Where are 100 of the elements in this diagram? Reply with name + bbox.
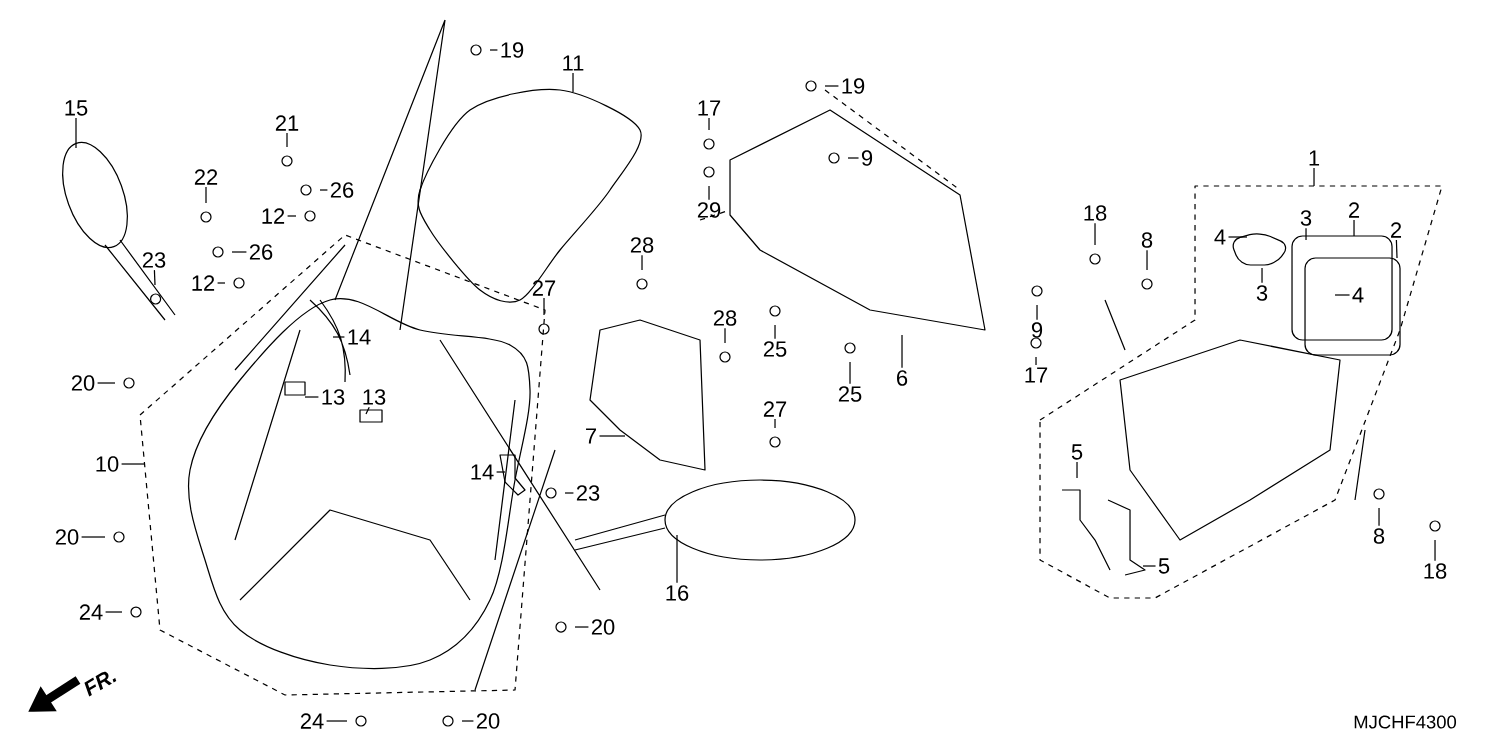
- callout-number: 27: [532, 280, 556, 296]
- callout-number: 27: [763, 401, 787, 417]
- callout-number: 29: [697, 202, 721, 218]
- leader-line: [96, 382, 116, 384]
- callout-number: 6: [897, 370, 908, 386]
- leader-line: [1261, 267, 1263, 284]
- callout-number: 16: [666, 585, 689, 601]
- leader-line: [1434, 539, 1436, 562]
- callout-number: 20: [55, 529, 79, 545]
- callout-number: 26: [330, 182, 354, 198]
- callout-number: 23: [576, 485, 600, 501]
- direction-label: FR.: [84, 671, 117, 697]
- callout-number: 24: [300, 713, 324, 729]
- leader-line: [120, 463, 146, 465]
- leader-line: [461, 720, 475, 722]
- callout-number: 20: [591, 619, 615, 635]
- leader-line: [1142, 565, 1157, 567]
- callout-number: 17: [698, 100, 721, 116]
- leader-line: [286, 215, 297, 217]
- leader-line: [1313, 167, 1315, 187]
- callout-number: 7: [586, 428, 596, 444]
- callout-number: 28: [713, 310, 737, 326]
- callout-number: 23: [142, 252, 166, 268]
- callout-number: 17: [1025, 367, 1048, 383]
- callout-number: 3: [1300, 210, 1312, 226]
- callout-number: 1: [1309, 150, 1320, 166]
- leader-line: [564, 492, 575, 494]
- callout-number: 20: [71, 375, 95, 391]
- leader-line: [325, 720, 348, 722]
- leader-line: [75, 117, 77, 149]
- leader-line: [104, 611, 123, 613]
- leader-line: [1146, 249, 1148, 271]
- callout-number: 15: [65, 100, 88, 116]
- leader-line: [641, 254, 643, 271]
- callout-number: 2: [1349, 202, 1359, 218]
- callout-number: 20: [476, 713, 500, 729]
- leader-line: [489, 49, 499, 51]
- leader-line: [574, 626, 590, 628]
- leader-line: [304, 396, 320, 398]
- callout-number: 8: [1141, 232, 1153, 248]
- callout-number: 9: [1031, 322, 1043, 338]
- leader-line: [774, 324, 776, 340]
- callout-number: 13: [363, 389, 386, 405]
- leader-line: [774, 418, 776, 429]
- leader-line: [676, 534, 678, 584]
- leader-line: [1353, 219, 1355, 237]
- callout-number: 19: [842, 78, 865, 94]
- callout-number: 25: [838, 386, 862, 402]
- leader-line: [286, 132, 288, 148]
- leader-line: [1378, 507, 1380, 527]
- leader-line: [365, 406, 370, 415]
- callout-number: 14: [471, 464, 494, 480]
- leader-line: [231, 251, 248, 253]
- callout-number: 25: [763, 341, 787, 357]
- callout-number: 3: [1256, 285, 1268, 301]
- callout-number: 5: [1158, 558, 1170, 574]
- callout-number: 22: [194, 169, 218, 185]
- drawing-code: MJCHF4300: [1354, 715, 1457, 729]
- callout-number: 28: [630, 237, 654, 253]
- callout-number: 9: [861, 150, 873, 166]
- leader-line: [708, 185, 710, 201]
- leader-line: [598, 435, 626, 437]
- leader-line: [847, 157, 860, 159]
- leader-line: [824, 85, 840, 87]
- callout-number: 14: [348, 329, 371, 345]
- callout-number: 12: [192, 275, 215, 291]
- leader-line: [216, 282, 226, 284]
- leader-line: [1334, 294, 1351, 296]
- callout-number: 4: [1214, 229, 1226, 245]
- callout-number: 4: [1352, 287, 1364, 303]
- leader-line: [1036, 304, 1038, 321]
- leader-line: [708, 117, 710, 131]
- callout-number: 11: [563, 55, 584, 71]
- leader-line: [572, 72, 574, 93]
- leader-line: [849, 361, 851, 385]
- callout-number: 24: [79, 604, 103, 620]
- leader-line: [1395, 239, 1398, 259]
- callout-number: 10: [96, 456, 119, 472]
- callout-number: 5: [1071, 444, 1083, 460]
- leader-line: [153, 269, 156, 286]
- leader-line: [332, 336, 346, 338]
- callout-number: 21: [275, 115, 299, 131]
- leader-line: [543, 297, 545, 316]
- callout-number: 18: [1424, 563, 1447, 579]
- leader-line: [1094, 222, 1096, 246]
- leader-line: [80, 536, 106, 538]
- leader-line: [1076, 461, 1078, 479]
- leader-line: [1227, 236, 1248, 238]
- leader-line: [1305, 227, 1307, 241]
- leader-line: [901, 334, 903, 369]
- callout-number: 13: [322, 389, 345, 405]
- leader-line: [724, 327, 726, 344]
- callout-number: 8: [1373, 528, 1385, 544]
- leader-line: [496, 471, 506, 473]
- callout-number: 12: [262, 208, 285, 224]
- leader-line: [319, 189, 329, 191]
- callout-number: 2: [1391, 222, 1401, 238]
- callout-number: 26: [249, 244, 273, 260]
- callout-number: 18: [1084, 205, 1107, 221]
- leader-line: [205, 186, 207, 204]
